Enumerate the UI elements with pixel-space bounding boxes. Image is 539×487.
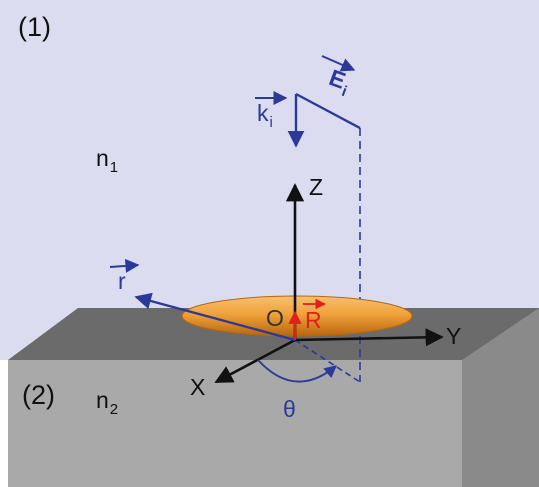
dashed-projection-line [294, 339, 361, 383]
x-axis-label: X [190, 374, 206, 400]
incident-wave-field [295, 92, 361, 130]
refractive-index-2-label: n2 [96, 387, 119, 418]
y-axis-label: Y [446, 323, 462, 349]
R-vector-label: R [305, 307, 322, 333]
theta-angle-arc [257, 359, 337, 383]
region-2-label: (2) [22, 380, 55, 410]
E-overarrow [321, 55, 356, 72]
z-axis-label: Z [309, 174, 324, 200]
medium-2-side-face [462, 308, 539, 487]
x-axis [214, 338, 296, 384]
k-vector-label: ki [257, 100, 273, 131]
left-margin [0, 360, 8, 487]
n2-symbol: n [96, 387, 109, 413]
theta-label: θ [283, 396, 296, 422]
particle-ellipsoid [181, 295, 413, 337]
medium-2-front-face [8, 360, 462, 487]
r-vector-arrow [134, 292, 296, 342]
region-1-label: (1) [18, 12, 51, 42]
k-subscript: i [269, 114, 273, 131]
y-axis [294, 328, 444, 347]
r-vector-label: r [118, 268, 126, 294]
n1-subscript: 1 [109, 159, 119, 176]
r-overarrow [109, 258, 140, 273]
n2-subscript: 2 [109, 401, 119, 418]
refractive-index-1-label: n1 [96, 145, 119, 176]
k-symbol: k [257, 100, 269, 126]
n1-symbol: n [96, 145, 109, 171]
origin-label: O [266, 305, 284, 331]
